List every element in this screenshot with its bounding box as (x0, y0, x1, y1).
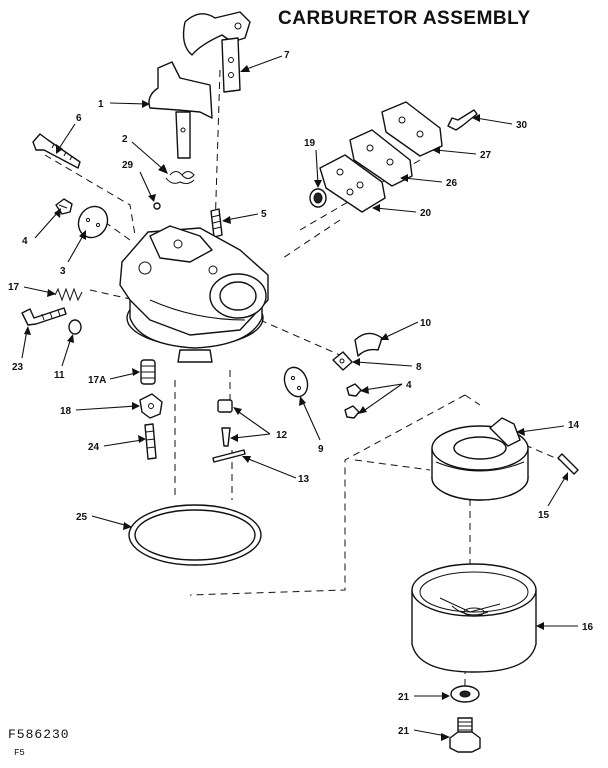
adjusting-screw-knob (139, 393, 163, 419)
pump-cover-27 (381, 101, 443, 157)
choke-shaft-pin (210, 208, 223, 238)
throttle-spring (165, 171, 195, 185)
carburetor-body (119, 225, 269, 363)
callout-5: 5 (261, 209, 267, 220)
inlet-needle-seat (217, 399, 233, 447)
callout-7: 7 (284, 50, 290, 61)
float-14 (431, 417, 529, 501)
throttle-plate-9 (283, 366, 309, 398)
throttle-lever (182, 11, 251, 93)
float-pin (212, 449, 246, 463)
pump-diaphragm-26 (349, 129, 413, 187)
main-jet-screw (144, 423, 157, 460)
callout-11: 11 (54, 370, 65, 381)
pump-screw-30 (447, 109, 478, 131)
figure-code: F586230 (8, 727, 70, 742)
callout-1: 1 (98, 99, 104, 110)
idle-mixture-screw (21, 307, 67, 326)
callout-12: 12 (276, 430, 288, 441)
callout-20: 20 (420, 208, 432, 219)
callout-26: 26 (446, 178, 458, 189)
callout-9: 9 (318, 444, 324, 455)
callout-23: 23 (12, 362, 24, 373)
pump-gasket-20 (319, 154, 386, 213)
callout-27: 27 (480, 150, 492, 161)
throttle-plate-screws (344, 383, 362, 419)
callout-17: 17 (8, 282, 20, 293)
callout-10: 10 (420, 318, 432, 329)
float-bowl-gasket (128, 504, 262, 566)
callout-3: 3 (60, 266, 66, 277)
callout-labels: 1 2 29 6 7 4 3 5 17 (8, 50, 594, 741)
spring-17a (140, 359, 156, 385)
callout-22: 21 (398, 726, 410, 737)
callout-29: 29 (122, 160, 134, 171)
float-hinge-pin-15 (557, 453, 579, 475)
callout-4-left: 4 (22, 236, 28, 247)
bowl-nut-22 (449, 717, 481, 753)
callout-18: 18 (60, 406, 72, 417)
idle-mixture-spring (54, 287, 83, 302)
callout-25: 25 (76, 512, 88, 523)
pump-valve-19 (309, 188, 327, 208)
callout-13: 13 (298, 474, 310, 485)
callout-15: 15 (538, 510, 550, 521)
choke-lever (148, 61, 213, 159)
bowl-washer-21 (450, 685, 480, 703)
spring-8 (332, 351, 353, 371)
callout-30: 30 (516, 120, 528, 131)
page-code: F5 (14, 748, 25, 758)
o-ring (68, 319, 82, 335)
callout-19: 19 (304, 138, 316, 149)
callout-14: 14 (568, 420, 580, 431)
callout-24: 24 (88, 442, 100, 453)
float-bowl-16 (411, 563, 537, 673)
choke-plate (77, 205, 109, 239)
diagram-title: CARBURETOR ASSEMBLY (278, 8, 531, 29)
callout-8: 8 (416, 362, 422, 373)
callout-2: 2 (122, 134, 128, 145)
callout-21: 21 (398, 692, 410, 703)
callout-4-right: 4 (406, 380, 412, 391)
choke-valve-10 (354, 332, 383, 357)
callout-17a: 17A (88, 375, 106, 386)
callout-16: 16 (582, 622, 594, 633)
detent-ball (153, 202, 161, 210)
callout-6: 6 (76, 113, 82, 124)
